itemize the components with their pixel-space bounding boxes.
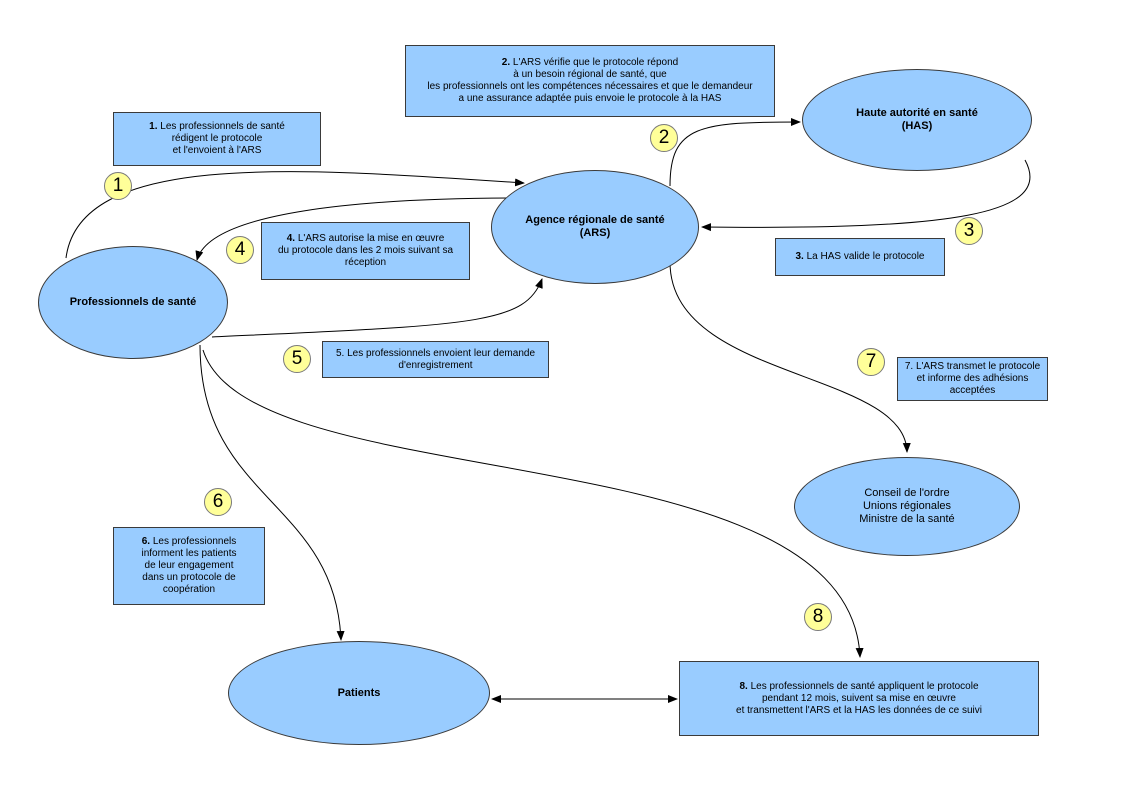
step-4-badge: 4	[226, 236, 254, 264]
step-7-box: 7. L'ARS transmet le protocole et inform…	[897, 357, 1048, 401]
step-5-badge: 5	[283, 345, 311, 373]
node-patients: Patients	[228, 641, 490, 745]
arrow-5-pros-to-ars	[211, 278, 543, 338]
step-8-badge: 8	[804, 603, 832, 631]
step-4-box: 4. L'ARS autorise la mise en œuvre du pr…	[261, 222, 470, 280]
arrow-7-ars-to-conseil	[669, 261, 911, 453]
node-professionnels: Professionnels de santé	[38, 246, 228, 359]
step-1-box: 1. Les professionnels de santé rédigent …	[113, 112, 321, 166]
step-7-badge: 7	[857, 348, 885, 376]
step-2-box: 2. L'ARS vérifie que le protocole répond…	[405, 45, 775, 117]
arrow-6-pros-to-patients	[199, 344, 345, 641]
node-ars: Agence régionale de santé(ARS)	[491, 170, 699, 284]
arrow-1-pros-to-ars	[65, 171, 525, 259]
step-3-box: 3. La HAS valide le protocole	[775, 238, 945, 276]
step-8-box: 8. Les professionnels de santé appliquen…	[679, 661, 1039, 736]
step-6-box: 6. Les professionnels informent les pati…	[113, 527, 265, 605]
step-2-badge: 2	[650, 124, 678, 152]
step-1-badge: 1	[104, 172, 132, 200]
step-6-badge: 6	[204, 488, 232, 516]
arrow-3-has-to-ars	[701, 159, 1031, 232]
arrow-8-pros-to-application	[202, 349, 864, 658]
node-has: Haute autorité en santé(HAS)	[802, 69, 1032, 171]
arrow-4-ars-to-pros	[195, 197, 521, 261]
step-3-badge: 3	[955, 217, 983, 245]
arrow-2-ars-to-has	[669, 118, 801, 187]
step-5-box: 5. Les professionnels envoient leur dema…	[322, 341, 549, 378]
